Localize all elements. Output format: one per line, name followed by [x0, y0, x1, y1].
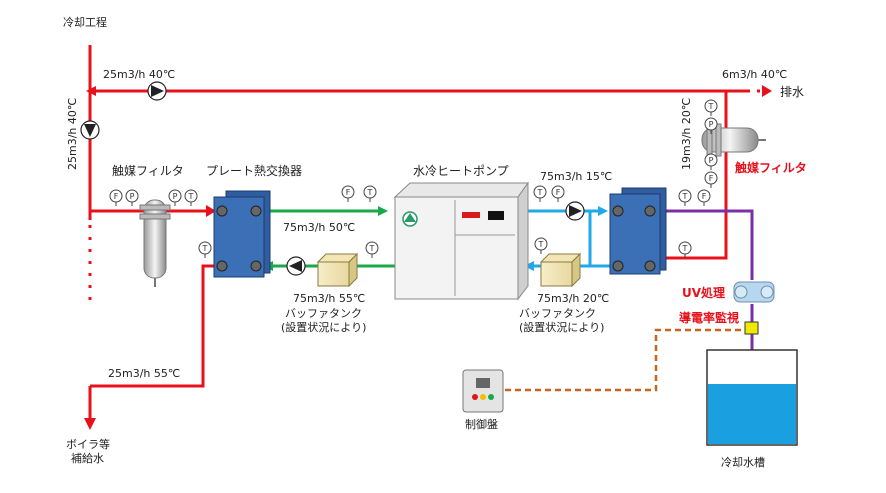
control-panel [462, 369, 504, 413]
conductivity-sensor [744, 321, 759, 335]
instrument-t-icon: T [704, 99, 718, 116]
pump-green-icon [286, 256, 306, 276]
instrument-letter: T [682, 192, 688, 201]
catalyst-filter-right [701, 123, 766, 157]
label-heat-pump: 水冷ヒートポンプ [413, 164, 509, 178]
label-cooling-process: 冷却工程 [63, 16, 107, 29]
buffer-tank-left [316, 252, 359, 288]
instrument-letter: T [202, 244, 208, 253]
instrument-t-icon: T [365, 241, 379, 258]
label-control-panel: 制御盤 [465, 417, 498, 431]
instrument-letter: T [369, 244, 375, 253]
label-conductivity-monitor: 導電率監視 [679, 310, 739, 325]
arrow-boiler [84, 418, 96, 430]
buffer-tank-right [539, 252, 582, 288]
label-uv-treatment: UV処理 [682, 285, 725, 300]
catalyst-filter-left [139, 199, 171, 287]
instrument-f-icon: F [551, 185, 565, 202]
label-cooling-tank: 冷却水槽 [721, 456, 765, 469]
instrument-t-icon: T [534, 237, 548, 254]
instrument-t-icon: T [363, 185, 377, 202]
signal-line [505, 328, 745, 392]
plate-heat-exchanger-right [609, 187, 667, 275]
instrument-letter: T [708, 102, 714, 111]
instrument-p-icon: P [168, 189, 182, 206]
heat-pump-unit [393, 181, 529, 301]
label-flow-right-vertical: 19m3/h 20℃ [680, 98, 693, 170]
arrow-drain [762, 85, 772, 97]
instrument-letter: P [709, 156, 714, 165]
instrument-letter: T [367, 188, 373, 197]
label-buffer-tank-right-note: (設置状況により) [519, 320, 604, 334]
instrument-f-icon: F [109, 189, 123, 206]
label-flow-cold-supply: 75m3/h 15℃ [540, 170, 612, 183]
label-buffer-tank-right: バッファタンク [519, 307, 596, 320]
plate-heat-exchanger-left [213, 190, 271, 278]
label-flow-top: 25m3/h 40℃ [103, 68, 175, 81]
instrument-letter: F [346, 188, 351, 197]
instrument-letter: P [709, 120, 714, 129]
label-buffer-tank-left-note: (設置状況により) [281, 320, 366, 334]
instrument-letter: T [682, 244, 688, 253]
instrument-letter: F [702, 192, 707, 201]
label-catalyst-filter-right: 触媒フィルタ [735, 160, 807, 175]
instrument-t-icon: T [198, 241, 212, 258]
uv-unit [733, 281, 775, 303]
label-flow-hot-supply: 75m3/h 50℃ [283, 221, 355, 234]
label-flow-cold-return: 75m3/h 20℃ [537, 292, 609, 305]
instrument-p-icon: P [704, 117, 718, 134]
instrument-letter: T [538, 240, 544, 249]
instrument-t-icon: T [678, 241, 692, 258]
hot-water-lines [88, 45, 750, 420]
instrument-letter: P [130, 192, 135, 201]
instrument-letter: T [188, 192, 194, 201]
instrument-p-icon: P [704, 153, 718, 170]
instrument-letter: T [537, 188, 543, 197]
label-plate-hx: プレート熱交換器 [206, 163, 302, 178]
label-boiler-line2: 補給水 [71, 451, 104, 465]
label-drain: 排水 [780, 85, 804, 99]
instrument-letter: P [173, 192, 178, 201]
pump-blue-icon [565, 201, 585, 221]
instrument-t-icon: T [678, 189, 692, 206]
label-flow-left-vertical: 25m3/h 40℃ [66, 98, 79, 170]
label-flow-bottom: 25m3/h 55℃ [108, 367, 180, 380]
purple-line [650, 209, 754, 280]
pump-left-icon [80, 120, 100, 140]
arrow-left-hx-in [206, 205, 216, 217]
instrument-t-icon: T [533, 185, 547, 202]
instrument-t-icon: T [184, 189, 198, 206]
instrument-f-icon: F [341, 185, 355, 202]
instrument-f-icon: F [704, 171, 718, 188]
instrument-p-icon: P [125, 189, 139, 206]
instrument-letter: F [114, 192, 119, 201]
instrument-letter: F [709, 174, 714, 183]
pump-top-icon [147, 81, 167, 101]
instrument-letter: F [556, 188, 561, 197]
label-drain-flow: 6m3/h 40℃ [722, 68, 787, 81]
arrow-top-left [86, 86, 96, 96]
label-catalyst-filter-left: 触媒フィルタ [112, 164, 184, 178]
cooling-water-tank [706, 349, 798, 446]
label-buffer-tank-left: バッファタンク [285, 307, 362, 320]
label-flow-hot-return: 75m3/h 55℃ [293, 292, 365, 305]
instrument-f-icon: F [697, 189, 711, 206]
label-boiler-line1: ボイラ等 [66, 437, 110, 451]
